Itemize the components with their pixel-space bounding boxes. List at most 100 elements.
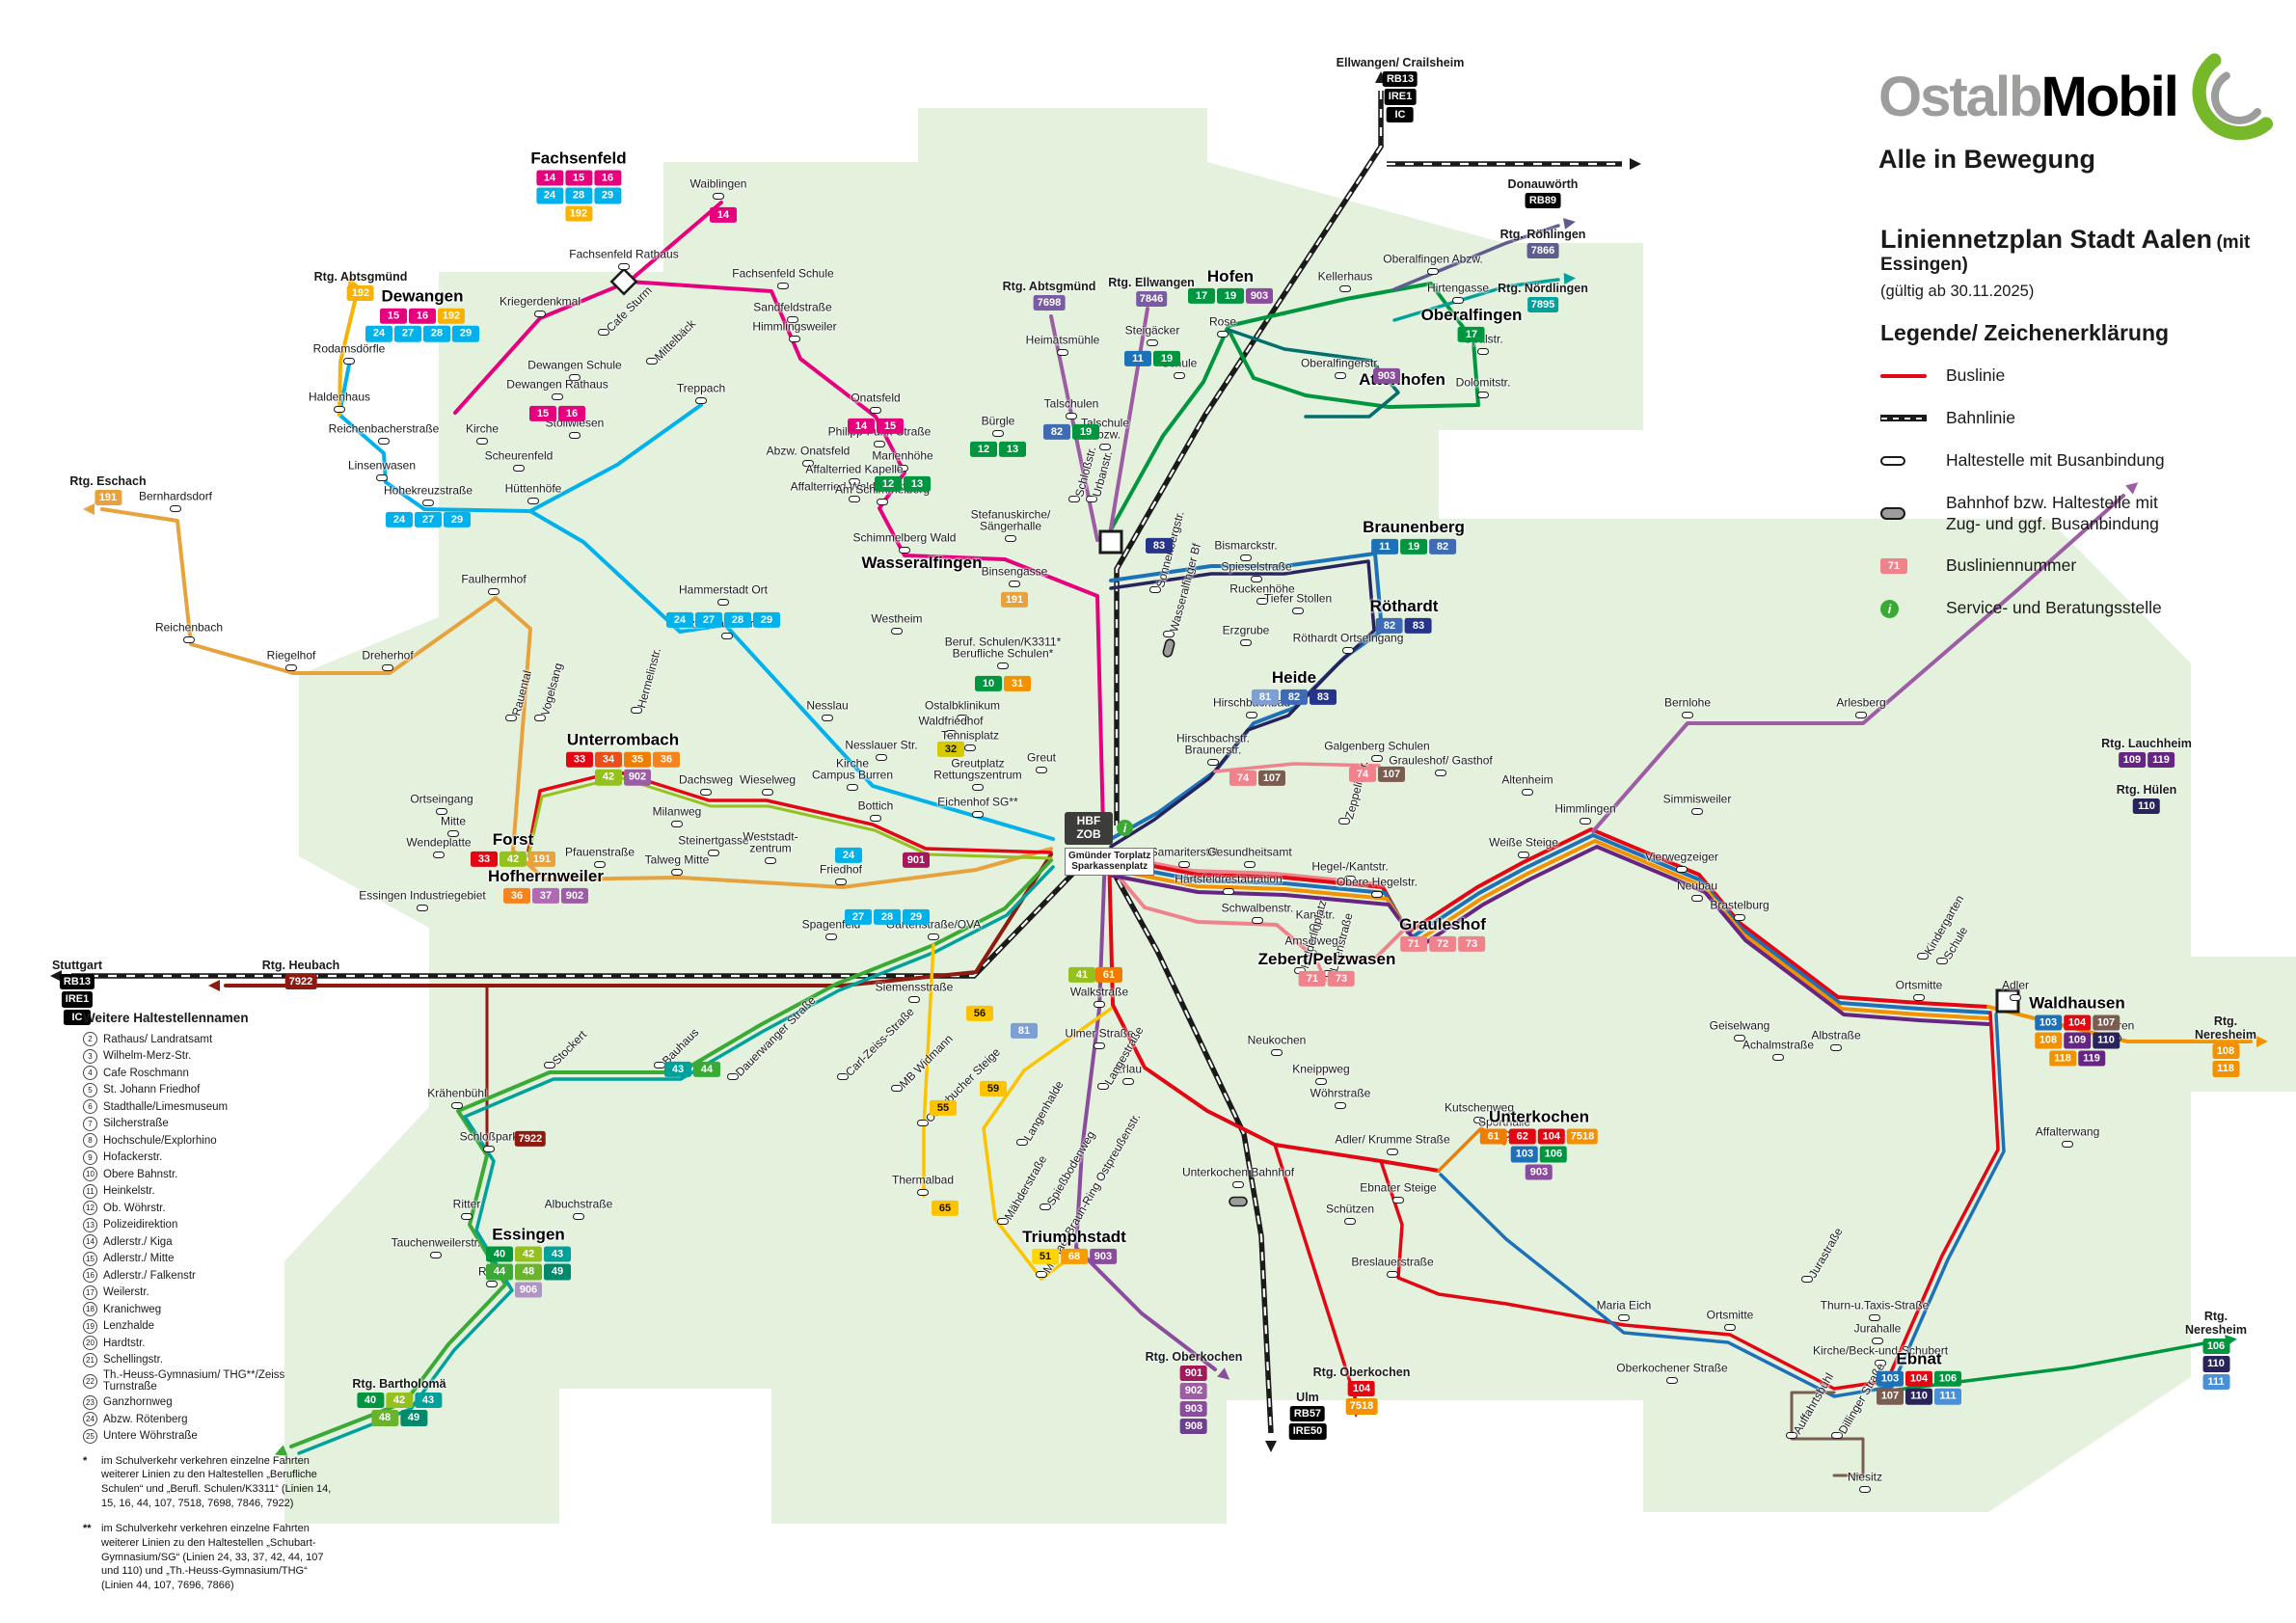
- stop-label: Thermalbad: [891, 1173, 955, 1187]
- line-badge: IRE1: [1384, 89, 1417, 105]
- line-badge: 43: [414, 1393, 442, 1409]
- station-marker: [1162, 638, 1175, 658]
- badge-row: RB89: [1508, 193, 1579, 209]
- district-name: Wasseralfingen: [861, 554, 983, 572]
- stop-marker: [461, 1212, 473, 1220]
- line-badge: 16: [593, 170, 621, 186]
- line-badge: 7518: [1345, 1398, 1378, 1415]
- stop-marker: [789, 335, 800, 342]
- stop-label: Mähderstraße: [1001, 1152, 1050, 1223]
- destination-name: Rtg. Röhlingen: [1499, 228, 1586, 241]
- stop-number: 12: [83, 1201, 97, 1215]
- badge-row: 83: [1146, 537, 1173, 555]
- district-name: Ebnat: [1896, 1349, 1942, 1368]
- badge-group: 14: [710, 205, 737, 224]
- district-name: Braunenberg: [1363, 517, 1465, 536]
- stop-marker: [695, 396, 707, 404]
- line-badge: 902: [624, 770, 651, 786]
- destination-name: Rtg. Oberkochen: [1145, 1350, 1243, 1364]
- stop-marker: [1310, 923, 1321, 931]
- stop-number: 18: [83, 1302, 97, 1316]
- badge-group: 81: [1011, 1021, 1038, 1040]
- bus-line: [1109, 559, 1376, 849]
- stop-label: Walkstraße: [1069, 985, 1129, 999]
- stop-marker: [1178, 860, 1190, 868]
- badge-row: 7698: [1003, 295, 1096, 311]
- line-badge: 192: [347, 285, 374, 302]
- stop-label: Reichenbacherstraße: [328, 421, 440, 436]
- stop-label: Marienhöhe: [872, 448, 933, 463]
- stop-label: Pfauenstraße: [564, 845, 635, 859]
- stop-marker: [1315, 1077, 1327, 1085]
- stop-number: 23: [83, 1394, 97, 1410]
- direction-arrow: [1217, 1367, 1230, 1380]
- zob-label: ZOB: [1076, 826, 1101, 841]
- bus-line: [528, 403, 703, 513]
- stop-label: Talweg Mitte: [644, 852, 710, 867]
- badge-row: 81: [1011, 1022, 1038, 1040]
- line-badge: 104: [1348, 1381, 1375, 1397]
- line-badge: 81: [1252, 689, 1279, 706]
- stop-marker: [527, 497, 539, 504]
- line-badge: 12: [970, 441, 997, 458]
- hbf-label: HBF: [1076, 814, 1101, 827]
- stop-label: Ortsmitte: [1706, 1308, 1754, 1322]
- stop-marker: [1207, 758, 1219, 766]
- bus-line: [1439, 1013, 2006, 1398]
- badge-row: IC: [1337, 106, 1465, 122]
- line-badge: 36: [502, 887, 530, 905]
- stop-marker: [1223, 887, 1234, 895]
- badge-row: 61: [1095, 966, 1122, 984]
- stop-label: Kriegerdenkmal: [499, 294, 581, 309]
- stop-marker: [1040, 1203, 1051, 1210]
- stop-marker: [835, 878, 847, 885]
- rail-stop-icon: [1880, 507, 1905, 520]
- stop-label: Waiblingen: [689, 176, 747, 191]
- stop-label: Adler/ Krumme Straße: [1335, 1132, 1450, 1147]
- legend-heading: Legende/ Zeichenerklärung: [1880, 320, 2170, 345]
- stop-marker: [183, 636, 195, 643]
- line-badge: 906: [515, 1282, 542, 1298]
- stop-label: Rose: [1208, 314, 1237, 329]
- district-name: Hofherrnweiler: [488, 866, 604, 885]
- line-badge: 110: [1905, 1389, 1932, 1405]
- stop-marker: [1831, 1431, 1843, 1439]
- stop-marker: [1936, 957, 1948, 964]
- stop-marker: [1244, 860, 1256, 868]
- footnote-text: im Schulverkehr verkehren einzelne Fahrt…: [101, 1522, 324, 1592]
- legend-item-badge: 71 Busliniennummer: [1880, 555, 2295, 577]
- bus-line: [453, 201, 723, 415]
- stop-marker: [1452, 296, 1464, 304]
- stop-marker: [1387, 1148, 1398, 1155]
- line-badge: 44: [693, 1061, 720, 1078]
- stop-marker: [700, 788, 712, 796]
- stop-label: Dachsweg: [678, 772, 734, 787]
- stop-name: Hofackerstr.: [103, 1151, 163, 1163]
- badge-row: 65: [932, 1200, 959, 1217]
- district-name: Attenhofen: [1359, 370, 1445, 389]
- stop-marker: [334, 405, 345, 413]
- stop-label: Albstraße: [1811, 1028, 1861, 1042]
- bus-line: [1107, 307, 1149, 542]
- stop-name: Adlerstr./ Mitte: [103, 1253, 175, 1264]
- stop-label: Spieselstraße: [1221, 559, 1292, 574]
- stop-marker: [847, 783, 858, 791]
- stop-label: Binsengasse: [981, 564, 1048, 579]
- stop-marker: [787, 315, 798, 323]
- stop-label: Steinertgasse: [678, 833, 749, 848]
- line-badge: 15: [564, 170, 592, 186]
